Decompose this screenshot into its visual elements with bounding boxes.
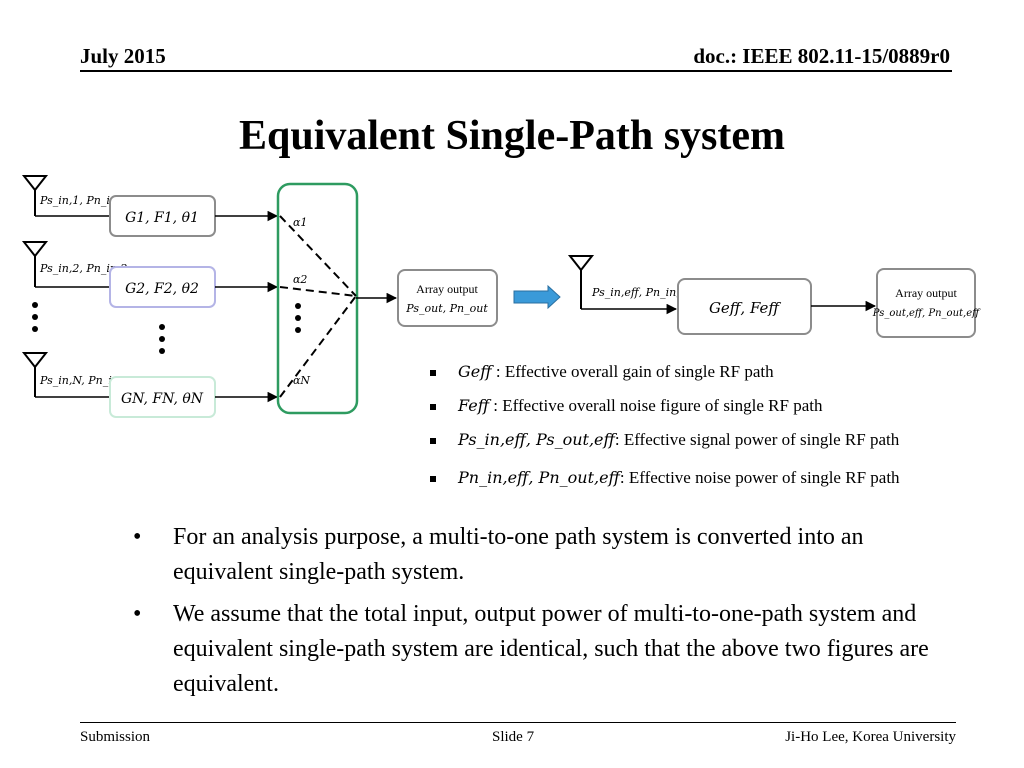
legend-symbol: Ps_in,eff, Ps_out,eff — [458, 430, 615, 449]
weight-label-n: αN — [293, 374, 310, 387]
eff-array-output-box — [876, 268, 976, 338]
footer-rule — [80, 722, 956, 723]
header-date: July 2015 — [80, 44, 166, 68]
antenna-icon — [21, 352, 49, 397]
weight-label-1: α1 — [293, 216, 307, 229]
array-output-sub: Ps_out, Pn_out — [405, 302, 488, 315]
legend-text: : Effective overall noise figure of sing… — [493, 396, 823, 415]
bullet-text: We assume that the total input, output p… — [173, 601, 929, 697]
ellipsis-dots — [32, 302, 38, 332]
ellipsis-dots — [295, 303, 301, 333]
legend-symbol: Pn_in,eff, Pn_out,eff — [458, 468, 620, 487]
footer-submission: Submission — [80, 729, 151, 745]
legend-text: : Effective noise power of single RF pat… — [619, 468, 900, 487]
antenna-icon — [21, 175, 49, 216]
list-item: •For an analysis purpose, a multi-to-one… — [133, 524, 864, 585]
legend-text: : Effective overall gain of single RF pa… — [495, 362, 774, 381]
rf-path-block-2-label: G2, F2, θ2 — [125, 281, 199, 297]
list-item: •We assume that the total input, output … — [133, 601, 929, 697]
legend-text: : Effective signal power of single RF pa… — [614, 430, 900, 449]
combiner-weights — [279, 215, 357, 398]
legend-item: Pn_in,eff, Pn_out,eff: Effective noise p… — [430, 468, 900, 488]
input-power-label-1: Ps_in,1, Pn_in,1 — [39, 194, 127, 207]
rf-path-block-1-label: G1, F1, θ1 — [125, 210, 199, 226]
weight-label-2: α2 — [293, 273, 307, 286]
transform-arrow-icon — [513, 284, 561, 310]
legend-item: Feff : Effective overall noise figure of… — [430, 396, 823, 416]
antenna-icon — [567, 255, 595, 309]
footer-slide-number: Slide 7 — [492, 729, 535, 745]
eff-block-label: Geff, Feff — [709, 299, 781, 317]
antenna-icon — [21, 241, 49, 287]
eff-array-output-sub: Ps_out,eff, Pn_out,eff — [872, 308, 981, 319]
slide-title: Equivalent Single-Path system — [238, 113, 786, 159]
legend-item: Geff : Effective overall gain of single … — [430, 362, 774, 382]
array-output-label: Array output — [416, 282, 478, 296]
header-rule — [80, 70, 952, 72]
header-doc-id: doc.: IEEE 802.11-15/0889r0 — [693, 44, 950, 68]
combiner-box — [276, 182, 359, 415]
rf-path-block-n-label: GN, FN, θN — [121, 391, 204, 407]
ellipsis-dots — [159, 324, 165, 354]
eff-array-output-label: Array output — [895, 286, 957, 300]
legend-symbol: Feff — [458, 396, 490, 415]
input-power-label-2: Ps_in,2, Pn_in,2 — [39, 262, 127, 275]
bullet-text: For an analysis purpose, a multi-to-one … — [173, 524, 864, 585]
legend-symbol: Geff — [458, 362, 492, 381]
bullet-list: •For an analysis purpose, a multi-to-one… — [133, 520, 933, 709]
system-diagram: Ps_in,1, Pn_in,1 Ps_in,2, Pn_in,2 Ps_in,… — [21, 175, 981, 418]
eff-input-label: Ps_in,eff, Pn_in,eff — [591, 286, 696, 299]
array-output-box — [397, 269, 498, 327]
legend-item: Ps_in,eff, Ps_out,eff: Effective signal … — [430, 430, 899, 450]
footer-author: Ji-Ho Lee, Korea University — [785, 729, 956, 745]
